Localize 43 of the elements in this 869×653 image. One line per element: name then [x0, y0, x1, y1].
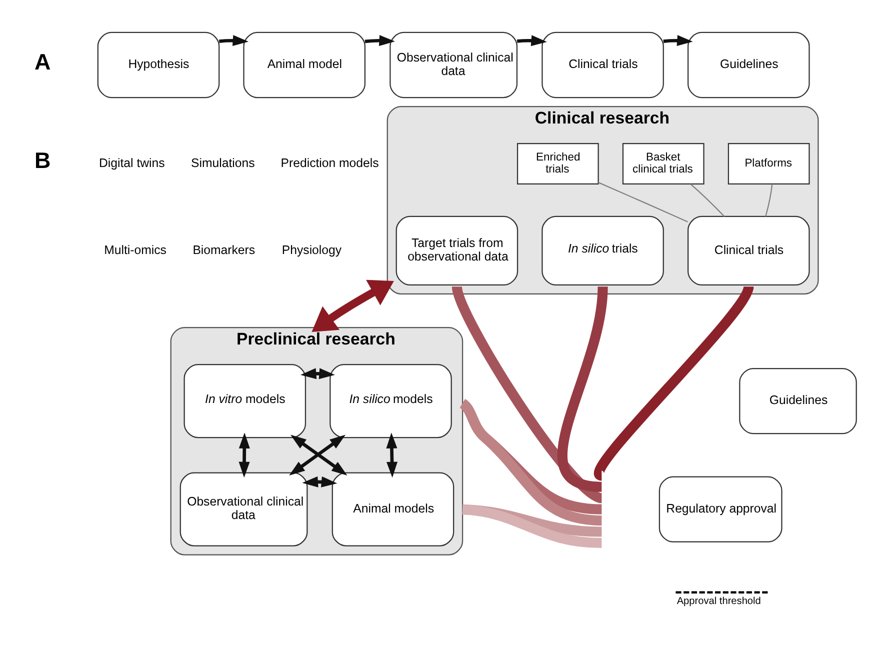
node-box: In silico models	[330, 364, 452, 438]
node-box: Enriched trials	[516, 142, 599, 184]
node-box: Clinical trials	[542, 31, 664, 98]
arrow	[663, 34, 693, 46]
connector	[557, 286, 608, 492]
node-box: Observational clinical data	[390, 31, 518, 98]
label: Biomarkers	[192, 242, 256, 256]
node-box: Target trials from observational data	[396, 215, 518, 285]
label: Prediction models	[280, 155, 379, 170]
node-box: Hypothesis	[97, 31, 220, 98]
connector	[765, 184, 773, 216]
label: Approval threshold	[676, 595, 761, 606]
node-box: Clinical trials	[688, 215, 810, 285]
node-box: Animal model	[243, 31, 366, 98]
arrow	[302, 476, 338, 487]
node-box: Basket clinical trials	[622, 142, 704, 184]
connector	[594, 284, 754, 478]
connector	[690, 183, 725, 216]
connector	[452, 285, 604, 502]
label: Digital twins	[99, 155, 165, 170]
arrow	[219, 34, 249, 46]
arrow	[364, 34, 395, 46]
node-box: Guidelines	[688, 31, 810, 98]
node-box: Observational clinical data	[180, 472, 308, 546]
label: B	[34, 148, 51, 173]
label: Multi-omics	[104, 242, 166, 256]
label: Physiology	[282, 242, 342, 256]
arrow	[300, 368, 335, 379]
node-box: In silico trials	[542, 215, 664, 285]
connector	[598, 181, 688, 222]
arrow	[238, 432, 250, 478]
node-box: Regulatory approval	[658, 476, 782, 542]
label: Simulations	[191, 155, 255, 170]
node-box: Animal models	[332, 472, 454, 546]
node-box: Guidelines	[739, 367, 857, 434]
connector	[462, 504, 602, 548]
node-box: In vitro models	[184, 364, 306, 438]
label: A	[34, 49, 51, 74]
node-box: Platforms	[728, 142, 810, 184]
arrow	[312, 279, 394, 332]
arrow	[386, 432, 398, 478]
arrow	[516, 34, 547, 46]
connector	[462, 504, 602, 536]
